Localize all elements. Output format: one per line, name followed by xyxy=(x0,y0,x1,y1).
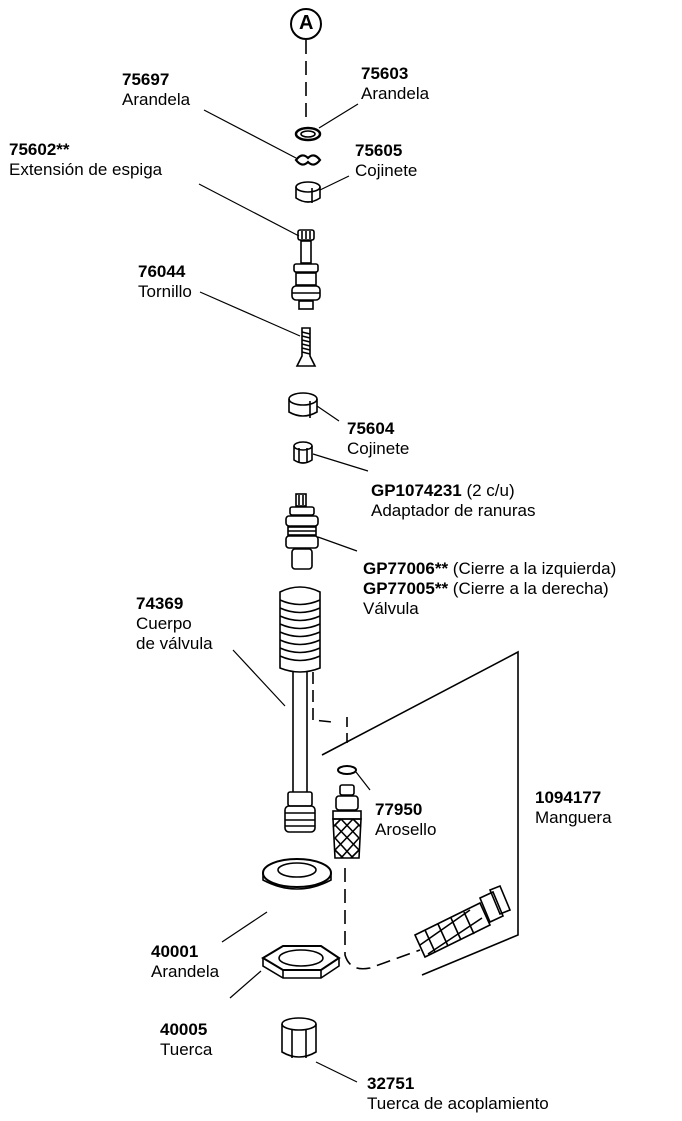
part-name: Arandela xyxy=(122,90,191,109)
callout-circle xyxy=(290,8,322,40)
part-name: Tuerca de acoplamiento xyxy=(367,1094,549,1113)
screw-76044 xyxy=(295,327,317,367)
label-77950: 77950 Arosello xyxy=(375,800,436,840)
coupling-nut-32751 xyxy=(281,1017,317,1058)
part-number: 40005 xyxy=(160,1020,208,1039)
part-number: 75697 xyxy=(122,70,170,89)
part-name: Válvula xyxy=(363,599,419,618)
part-number-right: GP77005** xyxy=(363,579,449,598)
hose-outline xyxy=(321,650,519,976)
part-number: 40001 xyxy=(151,942,199,961)
label-74369: 74369 Cuerpo de válvula xyxy=(136,594,213,654)
part-name: Tuerca xyxy=(160,1040,213,1059)
part-number: 75602** xyxy=(9,140,70,159)
part-number: 32751 xyxy=(367,1074,415,1093)
part-number: GP1074231 xyxy=(371,481,462,500)
valve-cartridge xyxy=(285,493,319,570)
part-name: Extensión de espiga xyxy=(9,160,163,179)
leader-lines xyxy=(198,103,371,1083)
dashed-hose-line xyxy=(344,868,421,970)
label-75602: 75602** Extensión de espiga xyxy=(9,140,162,180)
part-number-left: GP77006** xyxy=(363,559,449,578)
part-name: Cojinete xyxy=(347,439,410,458)
label-75605: 75605 Cojinete xyxy=(355,141,417,181)
part-name: Tornillo xyxy=(138,282,192,301)
hex-nut-40005 xyxy=(261,945,341,979)
part-number: 75604 xyxy=(347,419,395,438)
bearing-75605 xyxy=(295,181,321,203)
part-number: 76044 xyxy=(138,262,186,281)
part-number: 1094177 xyxy=(535,788,602,807)
part-name: Cojinete xyxy=(355,161,418,180)
part-name: Arandela xyxy=(361,84,430,103)
part-number: 75603 xyxy=(361,64,409,83)
label-40001: 40001 Arandela xyxy=(151,942,219,982)
label-gp1074231: GP1074231 (2 c/u) Adaptador de ranuras xyxy=(371,481,535,521)
part-name-line1: Cuerpo xyxy=(136,614,192,633)
label-75603: 75603 Arandela xyxy=(361,64,429,104)
label-76044: 76044 Tornillo xyxy=(138,262,192,302)
label-1094177: 1094177 Manguera xyxy=(535,788,612,828)
part-number: 75605 xyxy=(355,141,403,160)
valve-body-74369 xyxy=(279,586,321,833)
part-number: 77950 xyxy=(375,800,423,819)
label-32751: 32751 Tuerca de acoplamiento xyxy=(367,1074,549,1114)
part-note-right: (Cierre a la derecha) xyxy=(448,579,609,598)
label-40005: 40005 Tuerca xyxy=(160,1020,212,1060)
spline-adapter-gp1074231 xyxy=(293,441,313,464)
label-valve: GP77006** (Cierre a la izquierda) GP7700… xyxy=(363,559,616,619)
label-75697: 75697 Arandela xyxy=(122,70,190,110)
washer-40001 xyxy=(262,858,332,890)
part-name: Arosello xyxy=(375,820,437,839)
part-name: Arandela xyxy=(151,962,220,981)
washer-75603 xyxy=(294,126,322,142)
part-name: Adaptador de ranuras xyxy=(371,501,536,520)
stem-extension-75602 xyxy=(291,229,321,310)
part-name: Manguera xyxy=(535,808,612,827)
callout-letter: A xyxy=(299,12,314,34)
bearing-75604 xyxy=(288,392,318,418)
dashed-connector xyxy=(312,672,333,723)
part-number: 74369 xyxy=(136,594,184,613)
hose-end-fitting xyxy=(332,784,362,859)
hose-diagonal-end xyxy=(413,884,512,959)
wave-washer-75697 xyxy=(294,154,322,166)
part-name-line2: de válvula xyxy=(136,634,213,653)
label-75604: 75604 Cojinete xyxy=(347,419,409,459)
part-note-left: (Cierre a la izquierda) xyxy=(448,559,617,578)
part-quantity: (2 c/u) xyxy=(461,481,515,500)
o-ring-77950 xyxy=(337,765,357,775)
